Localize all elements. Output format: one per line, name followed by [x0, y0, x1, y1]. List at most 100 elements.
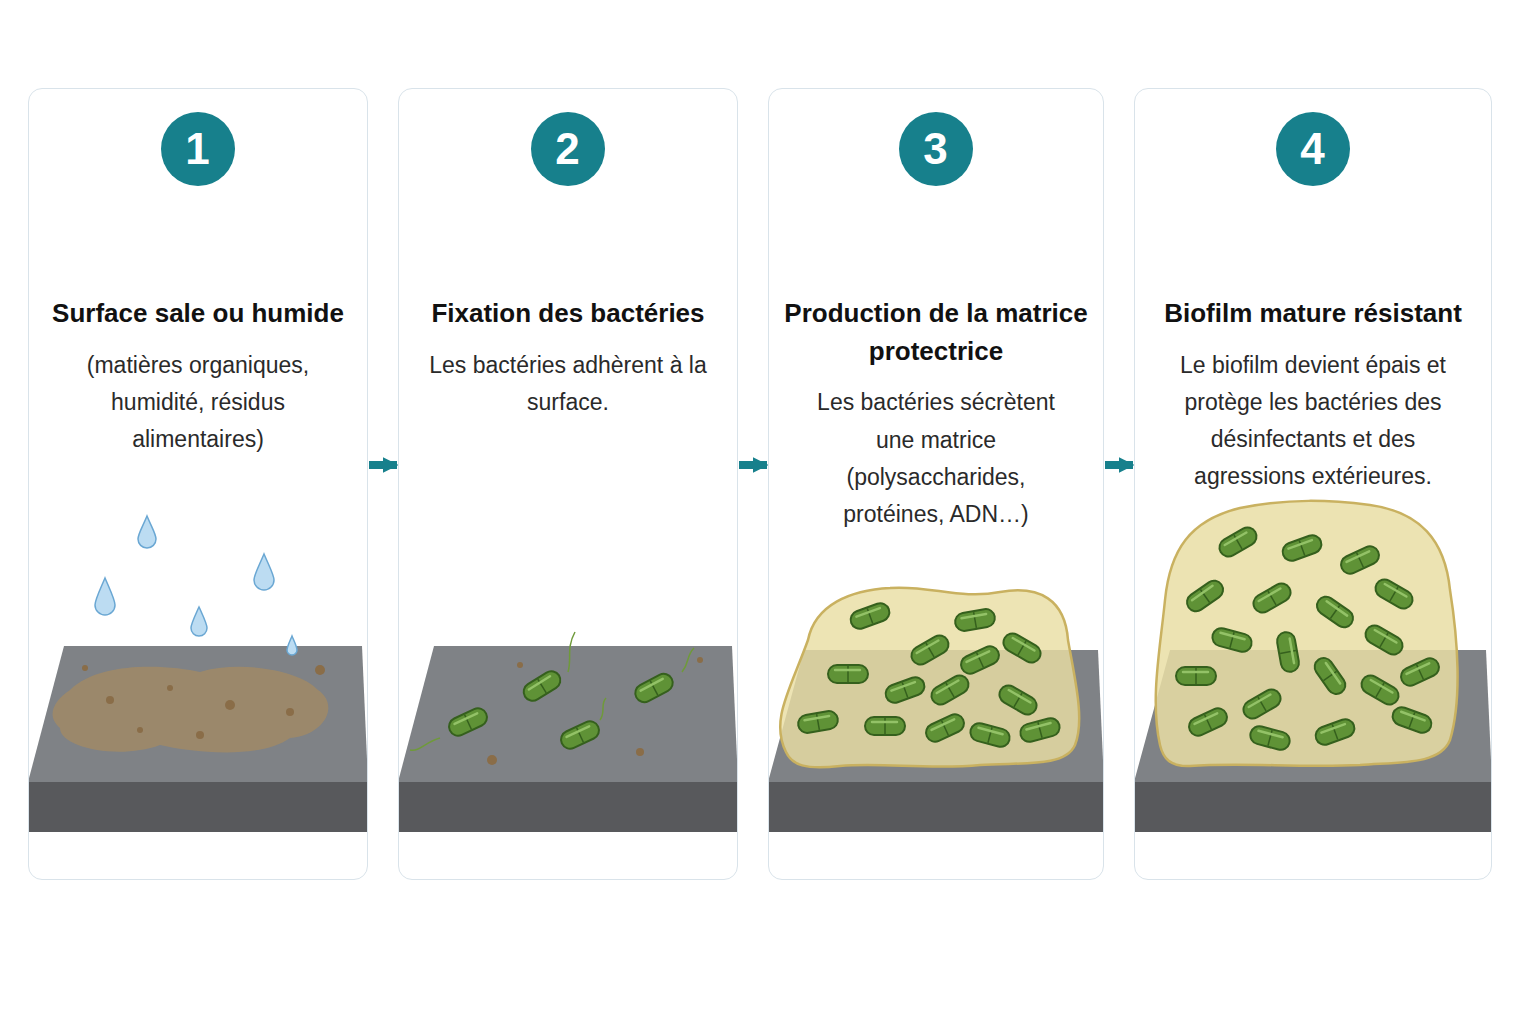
flagella: [410, 632, 694, 750]
dirt-speck: [137, 727, 143, 733]
bacterium: [968, 721, 1011, 749]
step-panel: Surface sale ou humide (matières organiqu…: [28, 88, 368, 880]
slab-front: [768, 782, 1104, 832]
step-number-circle: 4: [1276, 112, 1350, 186]
water-drop: [287, 636, 297, 655]
bacterium: [632, 671, 676, 706]
bacterium: [1311, 654, 1349, 697]
bacterium: [446, 705, 490, 738]
bacterium: [883, 675, 927, 706]
bacteria-group: [1176, 524, 1442, 752]
flagellum: [410, 738, 440, 750]
step-arrow: [739, 461, 767, 469]
bacterium: [1390, 705, 1434, 736]
bacterium: [958, 643, 1002, 676]
bacterium: [1176, 667, 1216, 685]
bacterium: [1248, 724, 1291, 752]
biofilm-matrix: [1156, 501, 1458, 766]
bacterium: [1358, 672, 1402, 708]
slab-front: [398, 782, 738, 832]
flagellum: [600, 698, 606, 720]
bacterium: [1216, 524, 1260, 560]
bacterium: [520, 668, 563, 704]
water-drop: [191, 607, 207, 636]
slab-top: [28, 646, 368, 782]
step-description: (matières organiques, humidité, résidus …: [29, 347, 367, 459]
step-title: Biofilm mature résistant: [1135, 295, 1491, 333]
dirt-speck: [82, 665, 88, 671]
step-title: Fixation des bactéries: [399, 295, 737, 333]
bacteria-group: [446, 668, 676, 752]
surface-slab: [28, 646, 368, 832]
surface-slab: [398, 646, 738, 832]
bacterium: [1186, 705, 1230, 738]
bacterium: [928, 672, 972, 708]
bacterium: [1210, 626, 1253, 654]
bacterium: [848, 601, 892, 632]
bacterium: [1018, 716, 1061, 744]
bacterium: [954, 608, 997, 633]
bacterium: [865, 717, 905, 735]
step-number: 1: [185, 127, 209, 171]
flagellum: [682, 648, 694, 672]
biofilm-matrix: [780, 588, 1079, 768]
bacterium: [908, 632, 952, 668]
step-number-circle: 1: [161, 112, 235, 186]
step-panel: Biofilm mature résistant Le biofilm devie…: [1134, 88, 1492, 880]
bacterium: [1398, 655, 1442, 688]
step-number: 3: [923, 127, 947, 171]
dirt-speck: [697, 657, 703, 663]
bacterium: [1240, 686, 1284, 722]
bacterium: [1280, 533, 1324, 564]
step-description: Les bactéries adhèrent à la surface.: [399, 347, 737, 422]
bacterium: [797, 710, 840, 735]
bacterium: [1183, 577, 1226, 615]
bacterium: [1250, 580, 1294, 616]
water-drop: [95, 578, 115, 615]
dirt-speck: [106, 696, 114, 704]
bacterium: [1372, 576, 1416, 612]
water-drops: [95, 516, 297, 655]
step-arrow: [1105, 461, 1133, 469]
step-panel: Production de la matrice protectriceLes …: [768, 88, 1104, 880]
bacterium: [558, 718, 602, 751]
step-number: 4: [1300, 127, 1324, 171]
dirt-puddle: [53, 667, 329, 753]
bacterium: [1313, 717, 1357, 748]
dirt-speck: [196, 731, 204, 739]
flagellum: [568, 632, 575, 672]
dirt-specks: [487, 657, 703, 765]
step-description: Les bactéries sécrètent une matrice (pol…: [769, 384, 1103, 533]
step-description: Le biofilm devient épais et protège les …: [1135, 347, 1491, 496]
dirt-speck: [286, 708, 294, 716]
step-title: Production de la matrice protectrice: [769, 295, 1103, 370]
bacterium: [1276, 631, 1301, 674]
step-number-circle: 2: [531, 112, 605, 186]
dirt-speck: [517, 662, 523, 668]
water-drop: [254, 554, 274, 590]
dirt-speck: [487, 755, 497, 765]
water-drop: [138, 516, 156, 548]
bacteria-group: [797, 601, 1062, 749]
bacterium: [923, 711, 967, 744]
slab-front: [1134, 782, 1492, 832]
step-arrow: [369, 461, 397, 469]
bacterium: [1338, 543, 1382, 576]
dirt-speck: [225, 700, 235, 710]
bacterium: [828, 665, 868, 683]
dirt-speck: [167, 685, 173, 691]
dirt-speck: [636, 748, 644, 756]
bacterium: [1313, 593, 1356, 631]
slab-top: [398, 646, 738, 782]
step-panel: Fixation des bactériesLes bactéries adhè…: [398, 88, 738, 880]
dirt-speck: [315, 665, 325, 675]
step-title: Surface sale ou humide: [29, 295, 367, 333]
slab-front: [28, 782, 368, 832]
bacterium: [1000, 630, 1044, 666]
step-number: 2: [555, 127, 579, 171]
bacterium: [996, 682, 1040, 718]
step-number-circle: 3: [899, 112, 973, 186]
bacterium: [1362, 622, 1406, 658]
dirt-specks: [82, 665, 325, 739]
